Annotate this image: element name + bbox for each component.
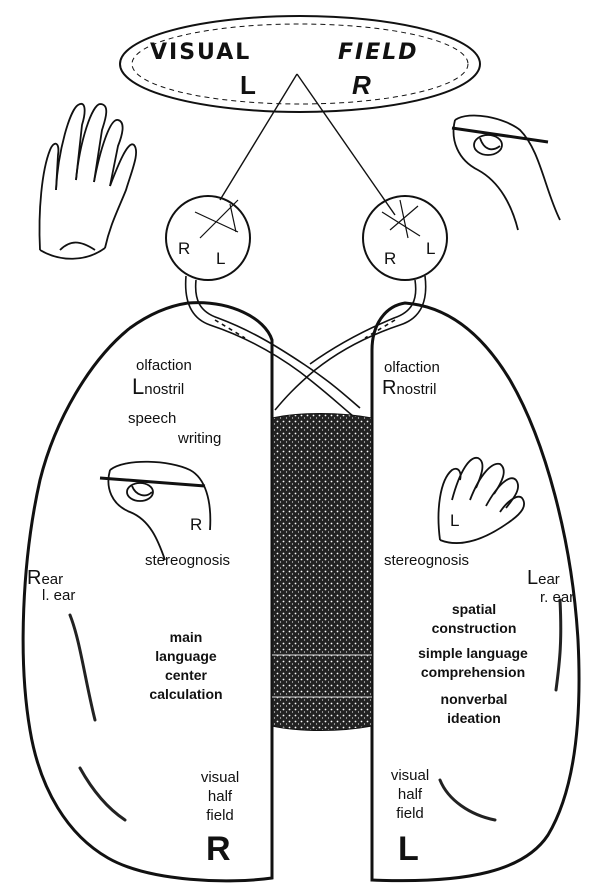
left-field-label: field [190,808,250,823]
simple-language-line-1: simple language [388,646,558,660]
right-ear-label: Lear [527,568,560,588]
right-eye-l-label: L [426,240,435,257]
left-eye [166,196,250,280]
right-hemisphere-open-hand [439,458,525,543]
right-nostril-letter: R [382,377,396,399]
left-eye-r-label: R [178,240,190,257]
right-writing-hand-drawing [452,115,560,230]
left-hand-drawing [39,104,136,259]
left-visual-label: visual [190,770,250,785]
right-ear-letter: L [527,567,538,589]
right-eye-r-label: R [384,250,396,267]
simple-language-line-2: comprehension [388,665,558,679]
right-nostril-label: Rnostril [382,378,436,398]
left-stereognosis-label: stereognosis [145,553,230,568]
speech-label: speech [128,411,176,426]
visual-field-right-label: R [352,72,371,98]
left-field-letter: R [206,832,231,866]
visual-field-title-left: VISUAL [150,42,251,64]
right-field-letter: L [398,832,419,866]
right-olfaction-label: olfaction [384,360,440,375]
right-field-label: field [380,806,440,821]
right-ear-word: ear [538,571,560,588]
main-language-line-1: main [124,630,248,644]
main-language-line-2: language [124,649,248,663]
visual-field-title-right: FIELD [338,42,419,64]
left-nostril-label: Lnostril [132,376,184,398]
left-ear-word: ear [41,571,63,588]
right-half-label: half [380,787,440,802]
left-half-label: half [190,789,250,804]
right-stereognosis-label: stereognosis [384,553,469,568]
left-olfaction-label: olfaction [136,358,192,373]
left-ear-letter: R [27,567,41,589]
left-nostril-word: nostril [144,381,184,398]
main-language-line-3: center [124,668,248,682]
right-nostril-word: nostril [396,381,436,398]
left-hand-letter: R [190,516,202,533]
right-visual-label: visual [380,768,440,783]
left-hemisphere-writing-hand [100,462,210,560]
left-ear-label: Rear [27,568,63,588]
left-eye-l-label: L [216,250,225,267]
nonverbal-line-1: nonverbal [392,692,556,706]
main-language-line-4: calculation [124,687,248,701]
spatial-line-2: construction [392,621,556,635]
writing-label: writing [178,431,221,446]
right-eye [363,196,447,280]
visual-field-left-label: L [240,72,256,98]
spatial-line-1: spatial [392,602,556,616]
left-nostril-letter: L [132,374,144,399]
left-ear-secondary-label: l. ear [42,588,75,603]
right-hand-letter: L [450,512,459,529]
nonverbal-line-2: ideation [392,711,556,725]
corpus-callosum [272,414,372,731]
